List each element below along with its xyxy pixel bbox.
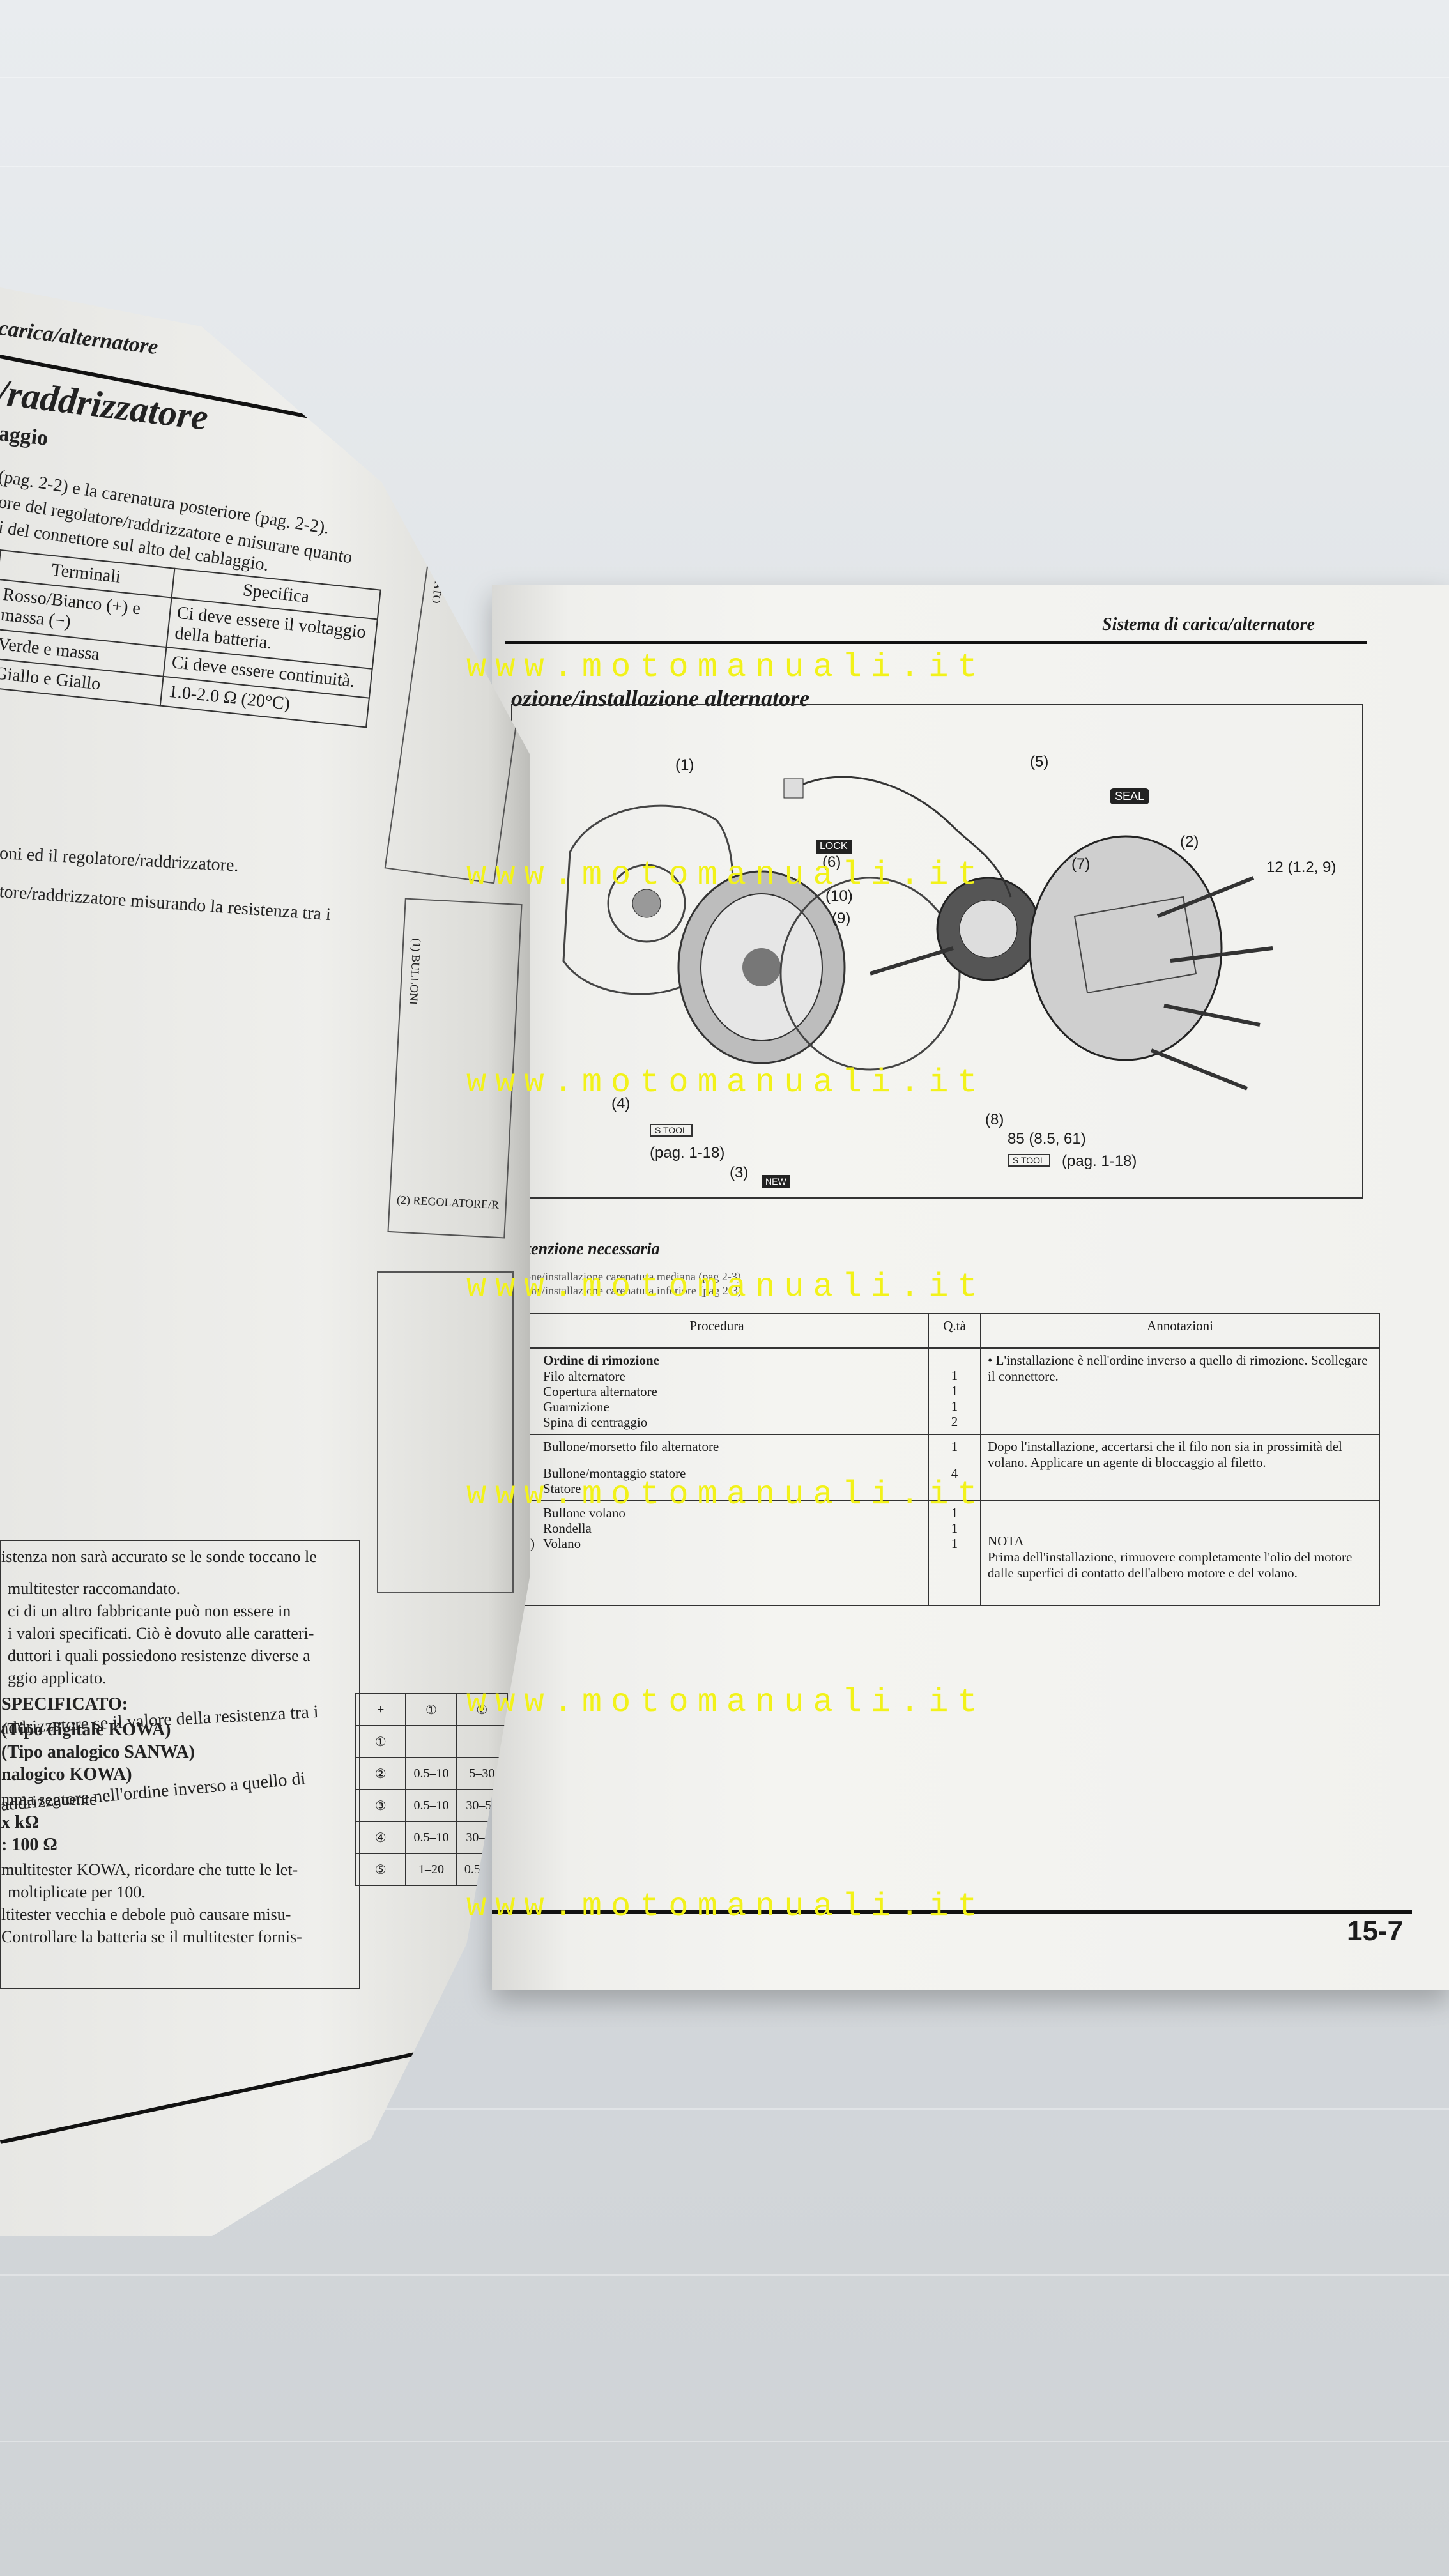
- tool-page-ref: (pag. 1-18): [650, 1144, 725, 1162]
- note-title: NOTA: [988, 1533, 1024, 1549]
- maintenance-title: nutenzione necessaria: [508, 1239, 660, 1258]
- special-tool-badge: S TOOL: [650, 1124, 693, 1137]
- lock-badge: LOCK: [816, 839, 852, 854]
- procedure-table: Procedura Q.tà Annotazioni Ordine di rim…: [505, 1313, 1380, 1606]
- callout-4: (4): [611, 1095, 631, 1112]
- left-page: carica/alternatore /raddrizzatore aggio …: [0, 288, 530, 2236]
- alternator-drawing: [562, 776, 1273, 1091]
- paragraph: oni ed il regolatore/raddrizzatore.: [0, 843, 240, 876]
- callout-9: (9): [832, 910, 851, 927]
- torque-spec-12: 12 (1.2, 9): [1266, 859, 1337, 876]
- background-stripe: [0, 2441, 1449, 2442]
- right-page: [492, 585, 1449, 1990]
- callout-3: (3): [730, 1164, 749, 1181]
- maintenance-line: ozione/installazione carenatura mediana …: [511, 1270, 741, 1283]
- watermark-text: www.motomanuali.it: [466, 1888, 986, 1926]
- paragraph: tore/raddrizzatore misurando la resisten…: [0, 882, 332, 925]
- footer-rule: [492, 1910, 1412, 1914]
- section-title: ozione/installazione alternatore: [511, 686, 810, 711]
- table-row: Ordine di rimozione (1)Filo alternatore …: [505, 1347, 1380, 1435]
- page-number: 15-7: [1347, 1915, 1404, 1947]
- column-header: Annotazioni: [980, 1313, 1380, 1349]
- watermark-text: www.motomanuali.it: [466, 1683, 986, 1721]
- figure-regulator-pins: [377, 1271, 514, 1593]
- watermark-text: www.motomanuali.it: [466, 648, 986, 686]
- background-stripe: [0, 77, 1449, 78]
- seal-badge: SEAL: [1110, 788, 1150, 804]
- column-header: Procedura: [505, 1313, 929, 1349]
- maintenance-line: ozione/installazione carenatura inferior…: [511, 1284, 742, 1297]
- background-stripe: [0, 166, 1449, 167]
- background-stripe: [0, 2274, 1449, 2276]
- table-row: (8)Bullone volano (9)Rondella (10)Volano…: [505, 1500, 1380, 1606]
- callout-7: (7): [1071, 855, 1091, 873]
- watermark-text: www.motomanuali.it: [466, 856, 986, 894]
- left-page-subtitle: aggio: [0, 422, 50, 450]
- table-note: • L'installazione è nell'ordine inverso …: [980, 1347, 1380, 1435]
- new-badge: NEW: [762, 1175, 790, 1188]
- special-tool-badge: S TOOL: [1008, 1154, 1050, 1167]
- footer-rule: [0, 2037, 482, 2144]
- table-note: Dopo l'installazione, accertarsi che il …: [980, 1434, 1380, 1501]
- callout-10: (10): [825, 887, 853, 905]
- torque-spec-85: 85 (8.5, 61): [1008, 1130, 1086, 1147]
- exploded-diagram: (1) (5) (6) (7) (2) (9) (10) (4) (3) (8)…: [511, 704, 1363, 1199]
- column-header: Q.tà: [928, 1313, 981, 1349]
- watermark-text: www.motomanuali.it: [466, 1476, 986, 1514]
- page-header: Sistema di carica/alternatore: [1102, 615, 1315, 634]
- header-rule: [505, 641, 1367, 644]
- watermark-text: www.motomanuali.it: [466, 1064, 986, 1101]
- watermark-text: www.motomanuali.it: [466, 1268, 986, 1306]
- left-page-header: carica/alternatore: [0, 316, 160, 360]
- callout-2: (2): [1180, 833, 1199, 850]
- multitester-note-box: istenza non sarà accurato se le sonde to…: [0, 1540, 360, 1989]
- callout-6: (6): [822, 854, 841, 871]
- table-note: Prima dell'installazione, rimuovere comp…: [988, 1549, 1353, 1581]
- tool-page-ref: (pag. 1-18): [1062, 1153, 1137, 1170]
- callout-5: (5): [1030, 753, 1049, 770]
- table-row: (5)Bullone/morsetto filo alternatore (6)…: [505, 1434, 1380, 1501]
- background-stripe: [0, 2108, 1449, 2110]
- callout-1: (1): [675, 756, 694, 774]
- callout-8: (8): [985, 1111, 1004, 1128]
- removal-order-title: Ordine di rimozione: [543, 1353, 659, 1368]
